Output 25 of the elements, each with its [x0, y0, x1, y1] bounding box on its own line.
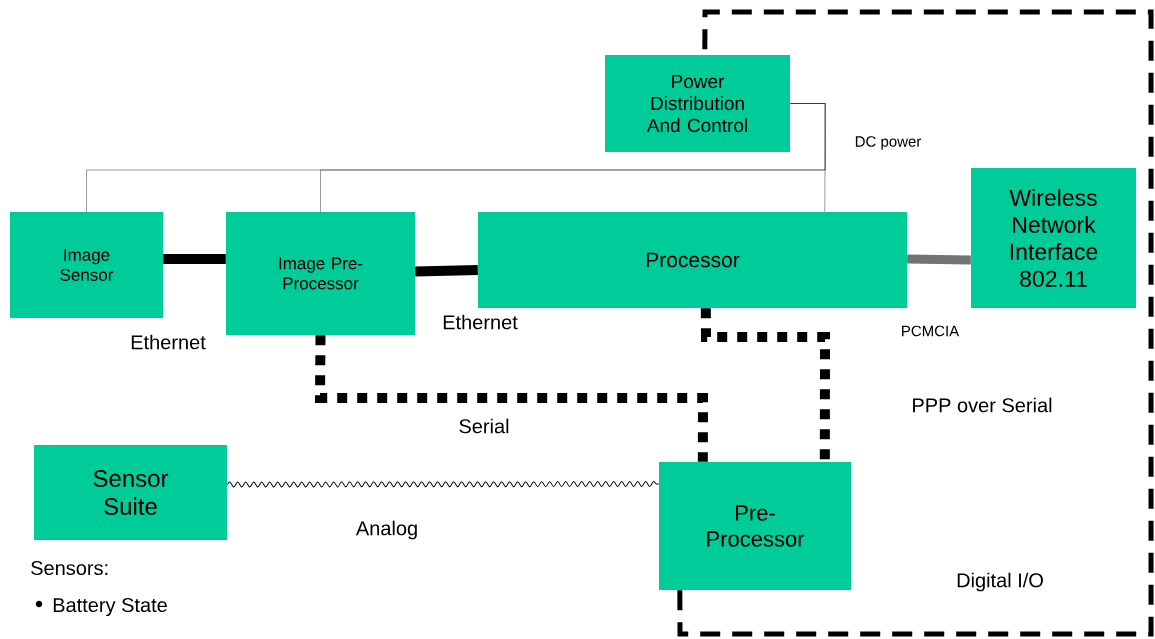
component-box: Image Pre-Processor	[226, 212, 415, 335]
ethernet-cable	[163, 254, 226, 264]
component-box: Image Sensor	[10, 212, 163, 318]
edge-label: Ethernet	[129, 333, 207, 351]
analog-wire	[226, 481, 660, 488]
edge-label: Serial	[457, 417, 511, 435]
digital-io-line	[677, 9, 1154, 637]
edge-label: PCMCIA	[899, 324, 961, 338]
component-box: Pre-Processor	[659, 462, 851, 590]
component-box: Processor	[478, 212, 907, 308]
component-box: Sensor Suite	[34, 445, 227, 540]
component-box: Power Distribution And Control	[605, 55, 790, 152]
note-text: Battery State	[53, 597, 167, 617]
pcmcia-link	[907, 254, 971, 265]
ethernet-cable	[415, 265, 478, 277]
edge-label: Digital I/O	[955, 571, 1045, 593]
serial-link	[314, 335, 709, 462]
edge-label: Analog	[354, 519, 420, 541]
power-line	[320, 103, 826, 212]
edge-label: Ethernet	[441, 313, 519, 331]
edge-label: DC power	[853, 135, 923, 151]
note-text: Sensors:	[31, 560, 108, 576]
serial-link	[700, 308, 831, 462]
edge-label: PPP over Serial	[910, 396, 1054, 414]
component-box: Wireless Network Interface 802.11	[971, 168, 1136, 308]
